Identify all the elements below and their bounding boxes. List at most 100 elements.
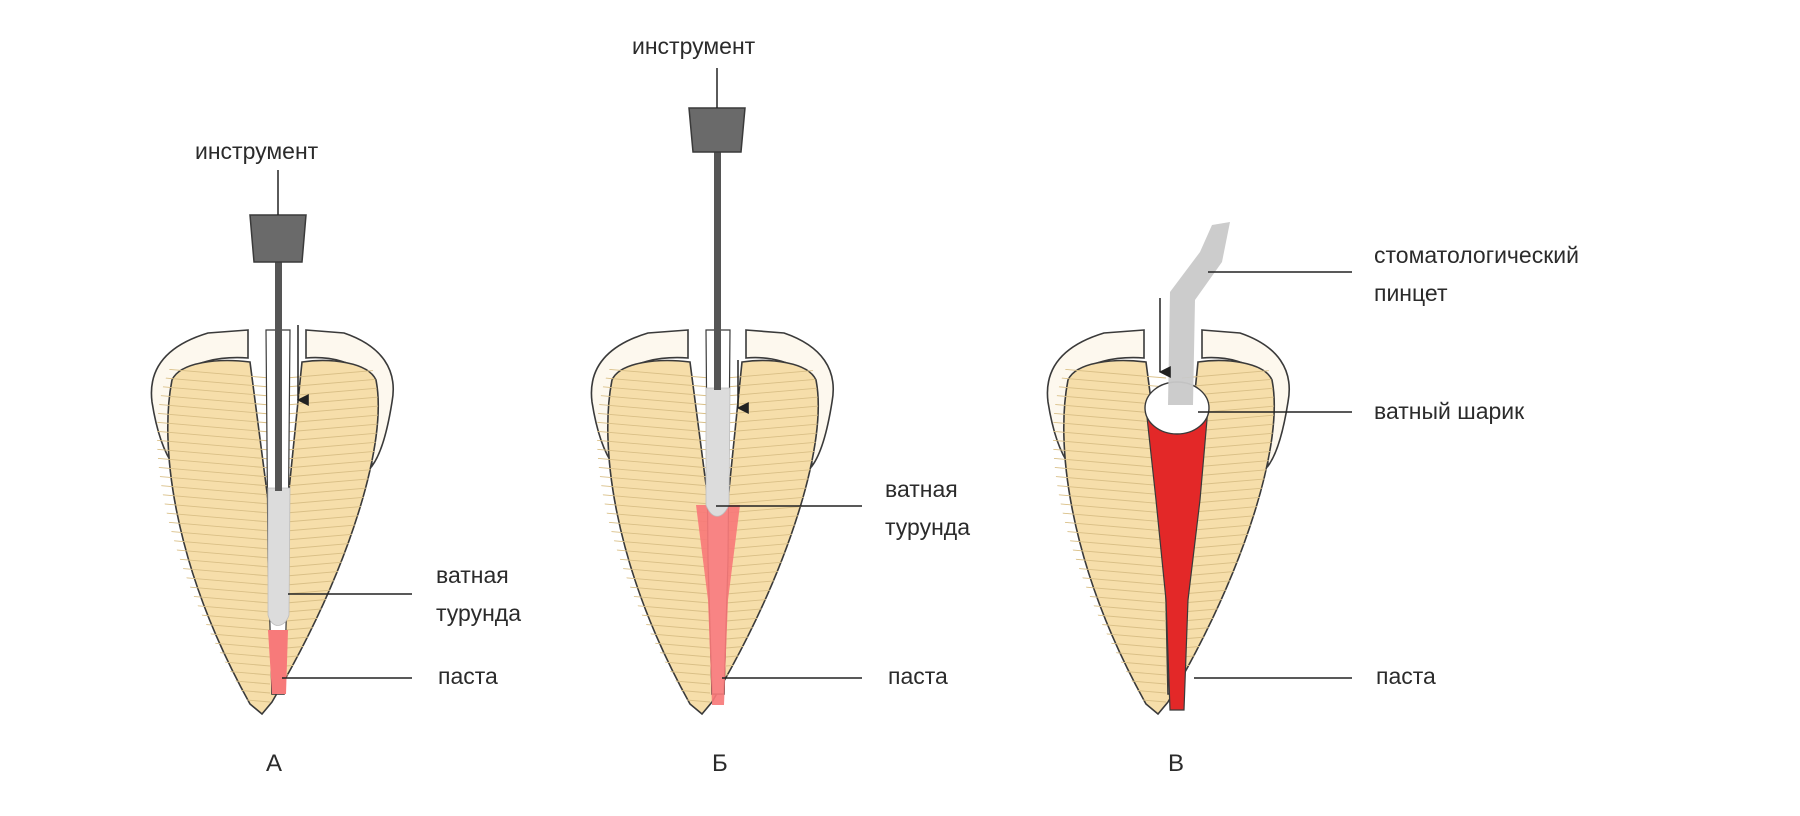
tubule-line: [285, 421, 379, 433]
tubule-line: [285, 511, 379, 523]
tubule-line: [285, 529, 379, 541]
tubule-line: [596, 394, 711, 406]
tubule-line: [285, 448, 379, 460]
tubule-line: [285, 466, 379, 478]
tubule-line: [156, 475, 271, 487]
tubule-line: [596, 376, 711, 388]
tubule-line: [725, 484, 819, 496]
panel-letter-a: А: [266, 750, 283, 777]
tubule-line: [1181, 529, 1275, 541]
tubule-line: [1052, 457, 1167, 469]
tubule-line: [725, 502, 819, 514]
tubule-line: [1052, 484, 1167, 496]
tubule-line: [725, 448, 819, 460]
tubule-line: [285, 430, 379, 442]
tubule-line: [596, 493, 711, 505]
tubule-line: [1052, 493, 1167, 505]
tubule-line: [156, 484, 271, 496]
tubule-line: [156, 421, 271, 433]
tubule-line: [1181, 484, 1275, 496]
tubule-line: [285, 457, 379, 469]
tubule-line: [725, 655, 819, 667]
tubule-line: [1181, 682, 1275, 694]
tubule-line: [596, 448, 711, 460]
tubule-line: [1052, 520, 1167, 532]
tubule-line: [156, 448, 271, 460]
tubule-line: [596, 475, 711, 487]
tubule-line: [725, 493, 819, 505]
tubule-line: [156, 385, 271, 397]
paste-label-a: паста: [438, 663, 498, 689]
tubule-line: [156, 520, 271, 532]
turunda-label-a-line1: ватная: [436, 562, 509, 588]
tubule-line: [1052, 412, 1167, 424]
tubule-line: [725, 520, 819, 532]
tubule-line: [156, 502, 271, 514]
tubule-line: [156, 457, 271, 469]
cotton-turunda: [705, 387, 731, 517]
tubule-line: [156, 394, 271, 406]
tubule-line: [725, 385, 819, 397]
tubule-line: [285, 664, 379, 676]
instrument-label-a: инструмент: [195, 138, 319, 164]
tubule-line: [285, 376, 379, 388]
tweezers-label-line2: пинцет: [1374, 280, 1448, 306]
tubule-line: [1181, 520, 1275, 532]
tubule-line: [1181, 493, 1275, 505]
tubule-line: [596, 368, 711, 379]
tubule-line: [725, 511, 819, 523]
tubule-line: [1181, 376, 1275, 388]
panel-b: [590, 68, 862, 716]
panel-c: [1046, 222, 1352, 716]
tubule-line: [596, 457, 711, 469]
tubule-line: [156, 511, 271, 523]
tubule-line: [1052, 529, 1167, 541]
tubule-line: [725, 646, 819, 658]
tubule-line: [1052, 421, 1167, 433]
tubule-line: [285, 538, 379, 550]
paste-label-c: паста: [1376, 663, 1436, 689]
tubule-line: [596, 484, 711, 496]
tweezers-label-line1: стоматологический: [1374, 242, 1579, 268]
tubule-line: [285, 502, 379, 514]
instrument-handle: [249, 214, 307, 263]
tubule-line: [725, 368, 819, 379]
tubule-line: [285, 475, 379, 487]
tubule-line: [156, 493, 271, 505]
tubule-line: [156, 439, 271, 451]
tubule-line: [596, 403, 711, 415]
tubule-line: [1181, 538, 1275, 550]
tubule-line: [725, 691, 819, 703]
tubule-line: [156, 376, 271, 388]
tubule-line: [156, 412, 271, 424]
tubule-line: [285, 673, 379, 685]
tubule-line: [1181, 511, 1275, 523]
tubule-line: [725, 466, 819, 478]
tubule-line: [1181, 368, 1275, 379]
tubule-line: [725, 376, 819, 388]
instrument-label-b: инструмент: [632, 33, 756, 59]
tubule-line: [596, 529, 711, 541]
tubule-line: [1052, 466, 1167, 478]
tubule-line: [1181, 664, 1275, 676]
tubule-line: [1181, 646, 1275, 658]
tubule-line: [725, 421, 819, 433]
tubule-line: [285, 493, 379, 505]
tubule-line: [156, 430, 271, 442]
tubule-line: [1052, 376, 1167, 388]
tubule-line: [725, 682, 819, 694]
tubule-line: [725, 547, 819, 559]
tubule-line: [1181, 655, 1275, 667]
tubule-line: [1052, 439, 1167, 451]
tubule-line: [1052, 368, 1167, 379]
instrument-shaft: [275, 255, 282, 491]
tubule-line: [596, 412, 711, 424]
instrument-handle: [688, 107, 746, 153]
tubule-line: [1181, 673, 1275, 685]
tubule-line: [725, 529, 819, 541]
tubule-line: [285, 646, 379, 658]
tubule-line: [285, 403, 379, 415]
panel-a: [150, 170, 412, 716]
tubule-line: [285, 655, 379, 667]
